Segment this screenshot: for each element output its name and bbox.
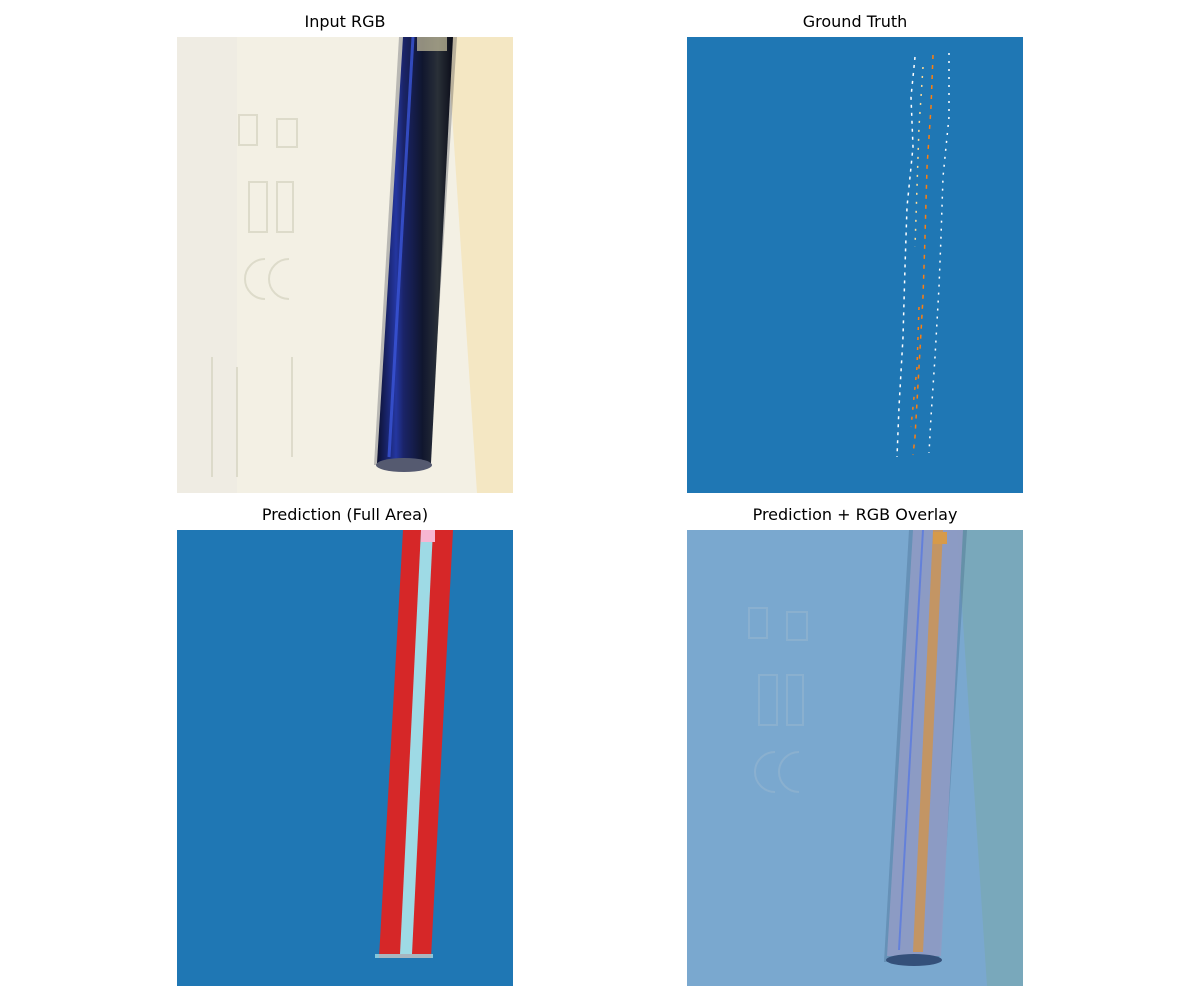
background-class-region (687, 37, 1023, 493)
faint-print-marks (211, 114, 298, 477)
background-class-region (177, 530, 513, 986)
pen-clip-top (417, 37, 447, 51)
overlay-pen-highlight (913, 530, 943, 952)
pen-tip-pink-class (421, 530, 435, 542)
prediction-mask (177, 530, 513, 986)
panel-input-rgb (177, 37, 513, 493)
pen-lightblue-class-region (400, 530, 433, 954)
panel-prediction-full-area (177, 530, 513, 986)
ground-truth-mask (687, 37, 1023, 493)
input-rgb-image (177, 37, 513, 493)
panel-title-ground-truth: Ground Truth (802, 12, 908, 31)
panel-ground-truth (687, 37, 1023, 493)
overlay-image (687, 530, 1023, 986)
panel-title-prediction-overlay: Prediction + RGB Overlay (752, 505, 958, 524)
pen-cap-bottom (376, 458, 432, 472)
yellow-sheet (447, 37, 513, 493)
panel-title-prediction-full-area: Prediction (Full Area) (261, 505, 429, 524)
panel-title-input-rgb: Input RGB (304, 12, 386, 31)
sparse-label-strokes (896, 53, 950, 458)
panel-prediction-overlay (687, 530, 1023, 986)
